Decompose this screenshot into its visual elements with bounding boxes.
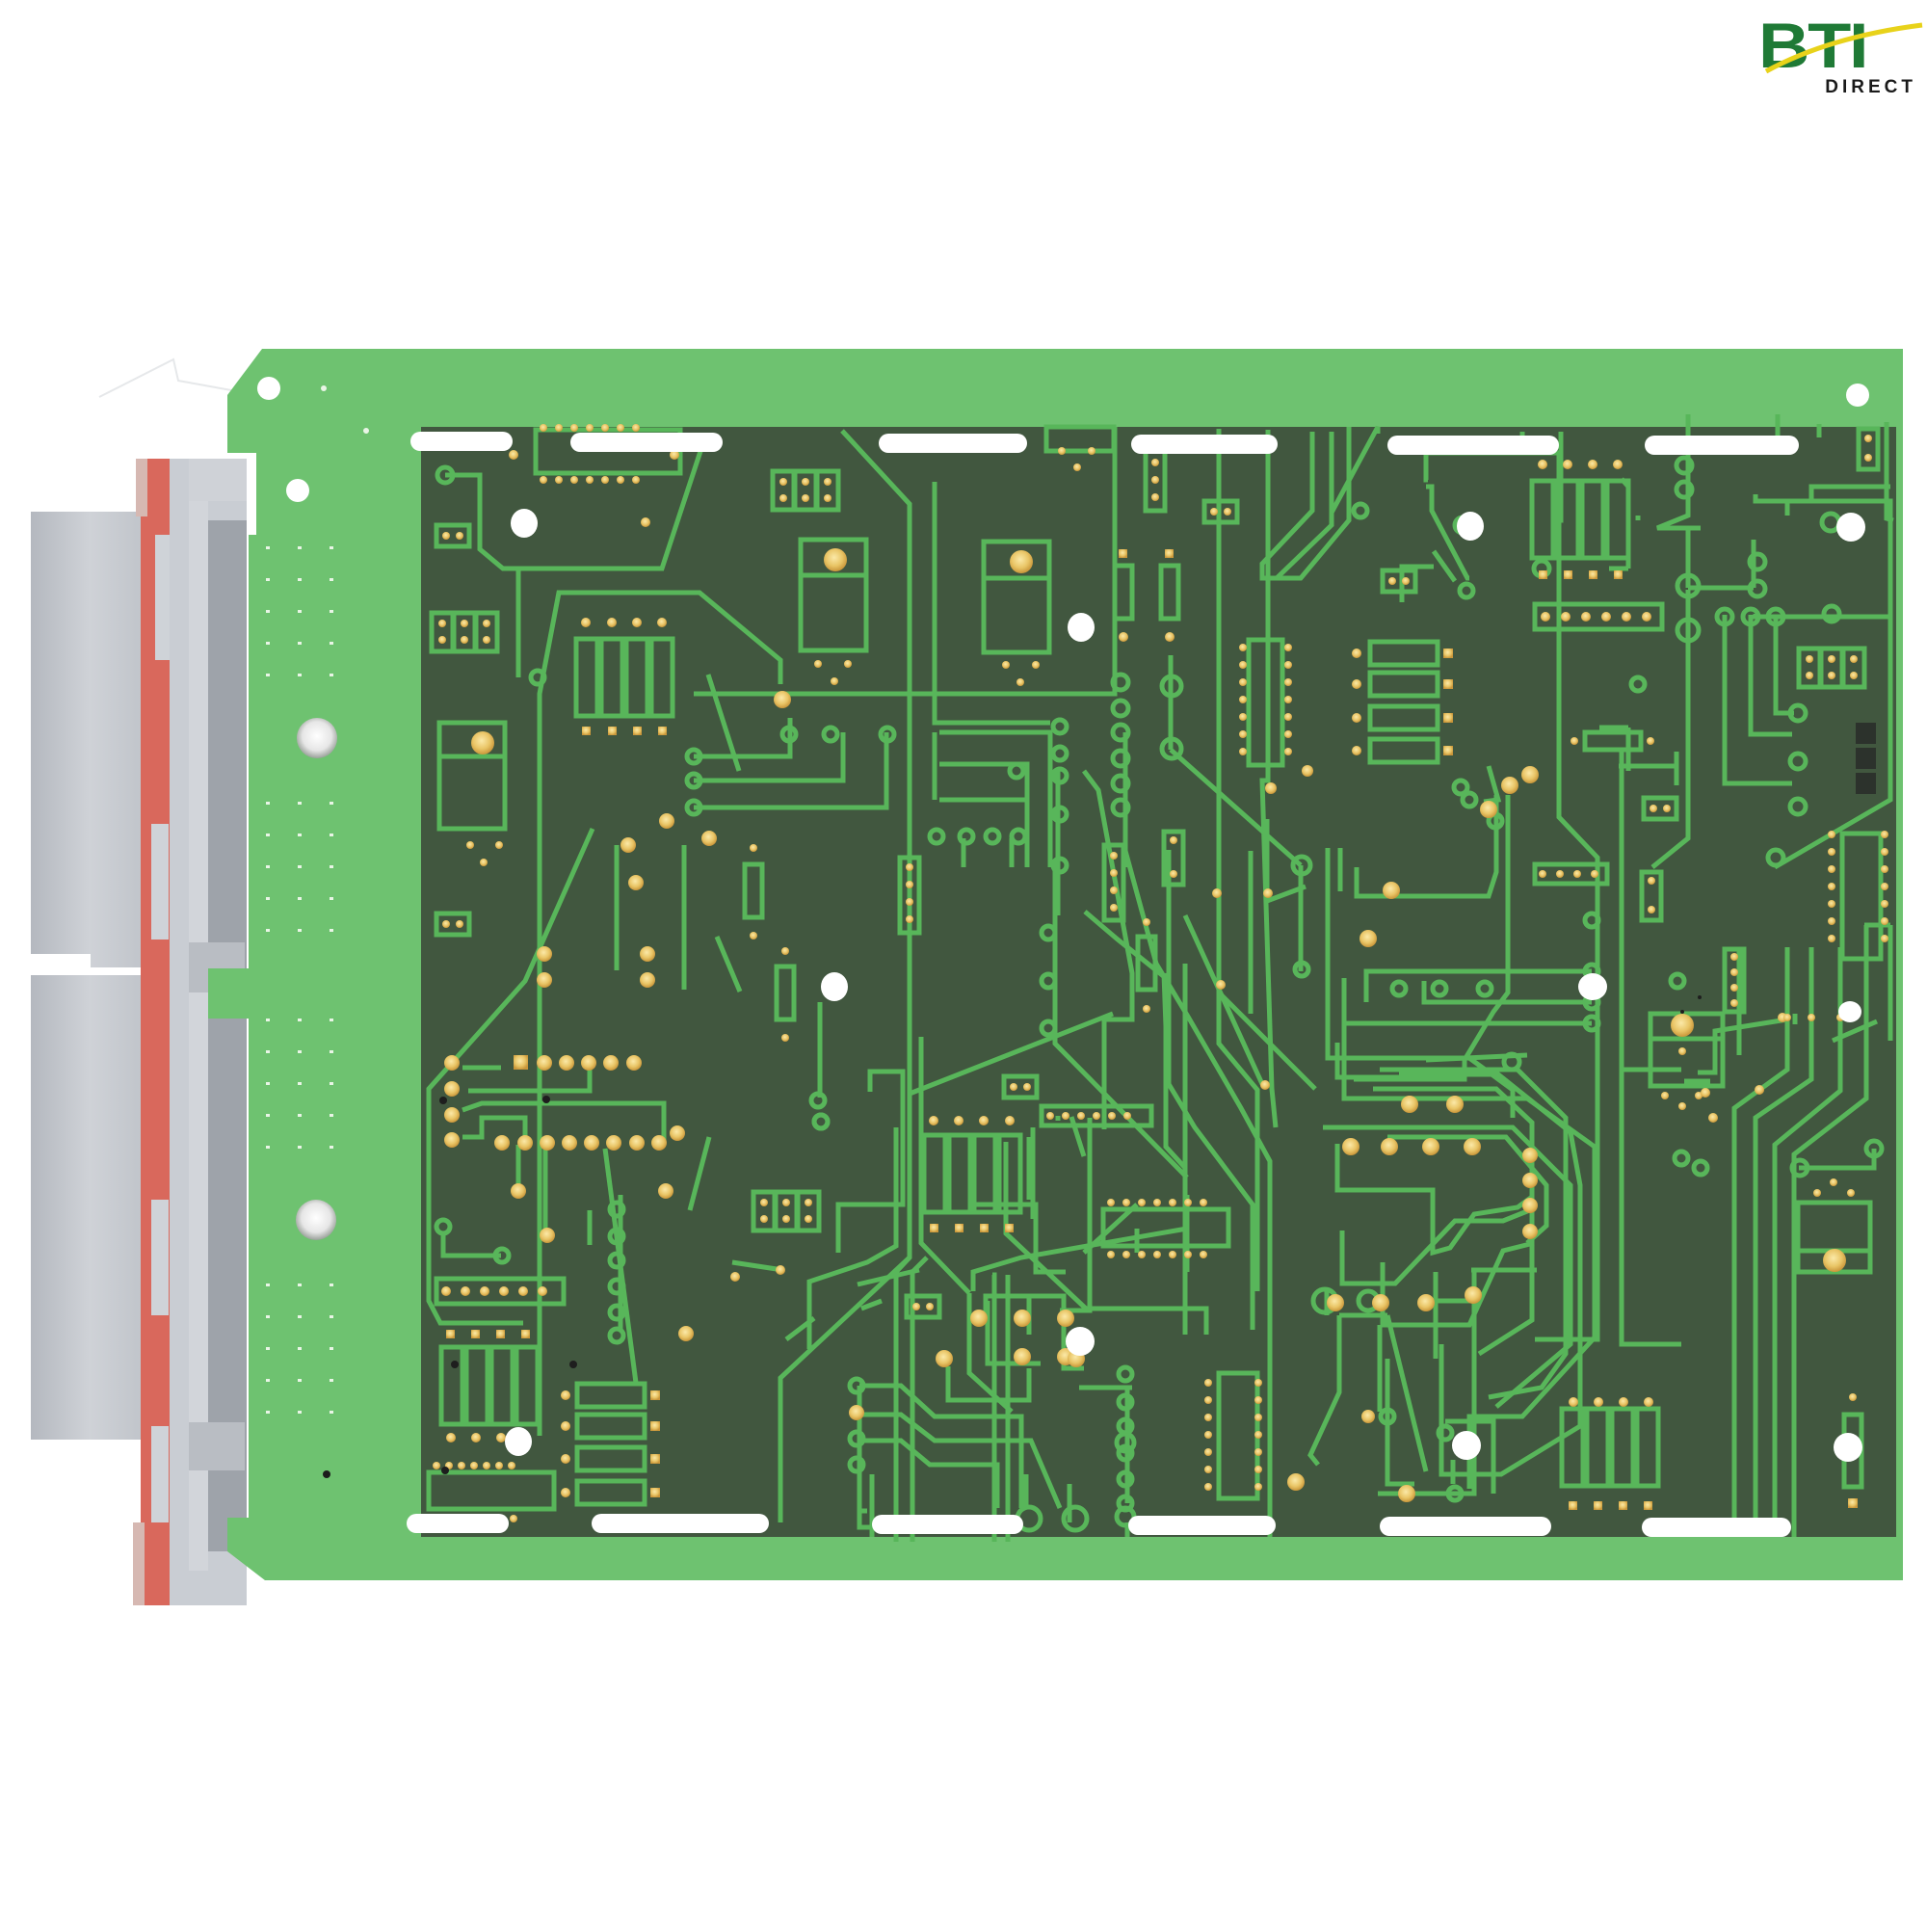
board-slots	[407, 432, 1799, 1537]
mounting-hole	[257, 377, 280, 400]
component-outlines	[426, 424, 1884, 1512]
traces	[426, 414, 1894, 1542]
mounting-boss	[296, 1200, 336, 1240]
mounting-boss	[297, 718, 337, 758]
mounting-hole	[1846, 384, 1869, 407]
pin-grid	[266, 546, 333, 1414]
swoosh-icon	[1764, 22, 1923, 74]
brand-logo: BTI DIRECT	[1758, 13, 1923, 100]
drill-holes	[505, 509, 1865, 1462]
mounting-hole	[286, 479, 309, 502]
brand-logo-subtitle: DIRECT	[1825, 77, 1916, 97]
edge-connector	[31, 357, 247, 1605]
